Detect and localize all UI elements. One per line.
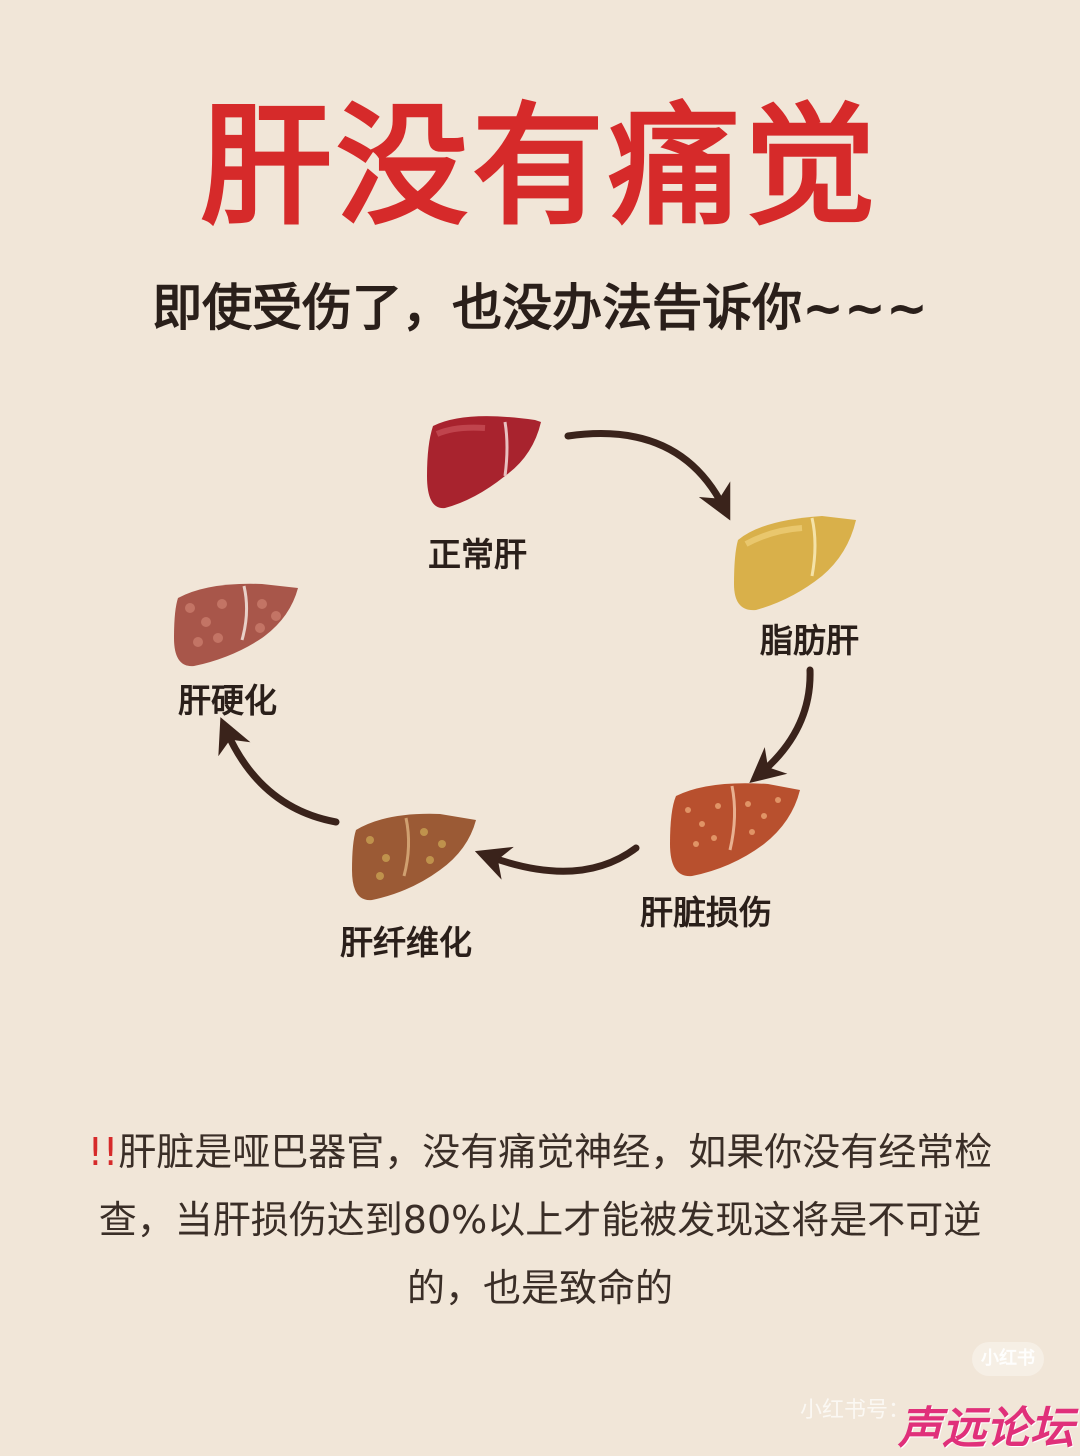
arrow-damage-to-fibrosis (474, 844, 640, 880)
xiaohongshu-badge: 小红书 (972, 1342, 1044, 1376)
stage-label-fibrosis: 肝纤维化 (340, 923, 472, 962)
liver-normal-icon (427, 416, 541, 509)
page-subtitle: 即使受伤了，也没办法告诉你~~~ (152, 279, 928, 337)
forum-logo: 声远论坛 (898, 1403, 1074, 1454)
cycle-svg (174, 416, 856, 901)
arrow-fibrosis-to-cirrhosis (218, 717, 340, 826)
stage-label-damage: 肝脏损伤 (640, 893, 772, 932)
footer-body: 肝脏是哑巴器官，没有痛觉神经，如果你没有经常检查，当肝损伤达到80%以上才能被发… (98, 1130, 993, 1310)
arrow-normal-to-fatty (564, 430, 731, 521)
liver-fibrosis-icon (352, 813, 476, 901)
liver-damage-icon (670, 783, 800, 877)
warning-marks: !! (87, 1130, 119, 1174)
page-title: 肝没有痛觉 (200, 90, 880, 244)
stage-label-fatty: 脂肪肝 (760, 621, 859, 660)
stage-label-normal: 正常肝 (428, 535, 527, 574)
footer-text: !!肝脏是哑巴器官，没有痛觉神经，如果你没有经常检查，当肝损伤达到80%以上才能… (70, 1118, 1010, 1322)
watermark-id: 小红书号： (800, 1398, 911, 1423)
arrow-fatty-to-damage (749, 666, 814, 784)
liver-fatty-icon (734, 516, 856, 611)
liver-cirrhosis-icon (174, 583, 298, 667)
stage-label-cirrhosis: 肝硬化 (178, 681, 277, 720)
liver-cycle-diagram: 正常肝 脂肪肝 肝脏损伤 肝纤维化 肝硬化 (0, 380, 1080, 1000)
